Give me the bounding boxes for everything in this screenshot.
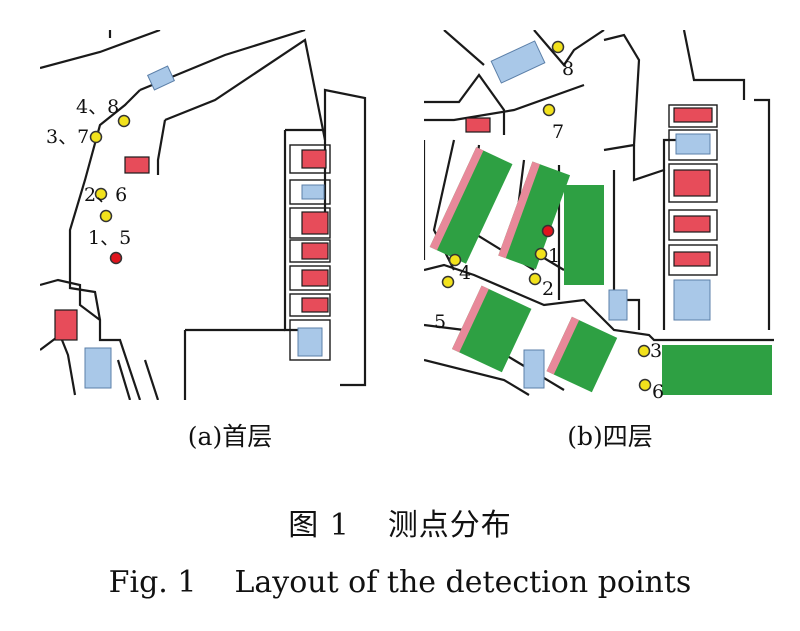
point-4 — [448, 253, 462, 267]
fourth-floor-rooms — [429, 40, 772, 395]
point-2-6 — [94, 187, 108, 201]
point-5-marker — [441, 275, 455, 289]
point-label-6: 6 — [652, 381, 664, 400]
point-3-7 — [89, 130, 103, 144]
point-label-1: 1 — [548, 245, 560, 267]
point-label-7: 7 — [552, 121, 564, 143]
point-label-4-8: 4、8 — [76, 96, 119, 118]
point-3 — [637, 344, 651, 358]
point-2-6-secondary — [99, 209, 113, 223]
point-label-2-6: 2、6 — [84, 184, 127, 206]
point-label-5: 5 — [434, 311, 446, 333]
point-label-4: 4 — [459, 262, 471, 284]
point-4-8 — [117, 114, 131, 128]
point-label-2: 2 — [542, 278, 554, 300]
point-2 — [528, 272, 542, 286]
point-label-8: 8 — [562, 58, 574, 80]
point-red-a — [109, 251, 123, 265]
first-floor-plan-svg: 4、8 3、7 2、6 1、5 — [39, 28, 367, 401]
floor-plan-first-floor: 4、8 3、7 2、6 1、5 — [39, 28, 370, 404]
caption-en-title: Layout of the detection points — [234, 565, 692, 600]
first-floor-detection-points: 4、8 3、7 2、6 1、5 — [46, 96, 131, 265]
point-label-3-7: 3、7 — [46, 126, 89, 148]
caption-chinese: 图 1 测点分布 — [0, 500, 800, 544]
caption-english: Fig. 1 Layout of the detection points — [0, 565, 800, 600]
floor-plan-fourth-floor: 8 7 1 2 4 5 3 6 — [422, 29, 774, 404]
point-6 — [638, 378, 652, 392]
caption-cn-figure-number: 图 1 — [288, 508, 350, 543]
point-label-3: 3 — [650, 340, 662, 362]
point-1 — [534, 247, 548, 261]
point-7 — [542, 103, 556, 117]
panel-a-label: (a)首层 — [187, 422, 273, 451]
panel-b-label: (b)四层 — [567, 422, 653, 451]
point-label-1-5: 1、5 — [88, 227, 131, 249]
fourth-floor-detection-points: 8 7 1 2 4 5 3 6 — [434, 40, 664, 403]
fourth-floor-plan-svg: 8 7 1 2 4 5 3 6 — [422, 29, 774, 403]
first-floor-rooms — [54, 65, 331, 389]
caption-en-figure-number: Fig. 1 — [108, 565, 197, 600]
caption-cn-title: 测点分布 — [387, 508, 512, 543]
point-red-b — [541, 224, 555, 238]
point-8 — [551, 40, 565, 54]
